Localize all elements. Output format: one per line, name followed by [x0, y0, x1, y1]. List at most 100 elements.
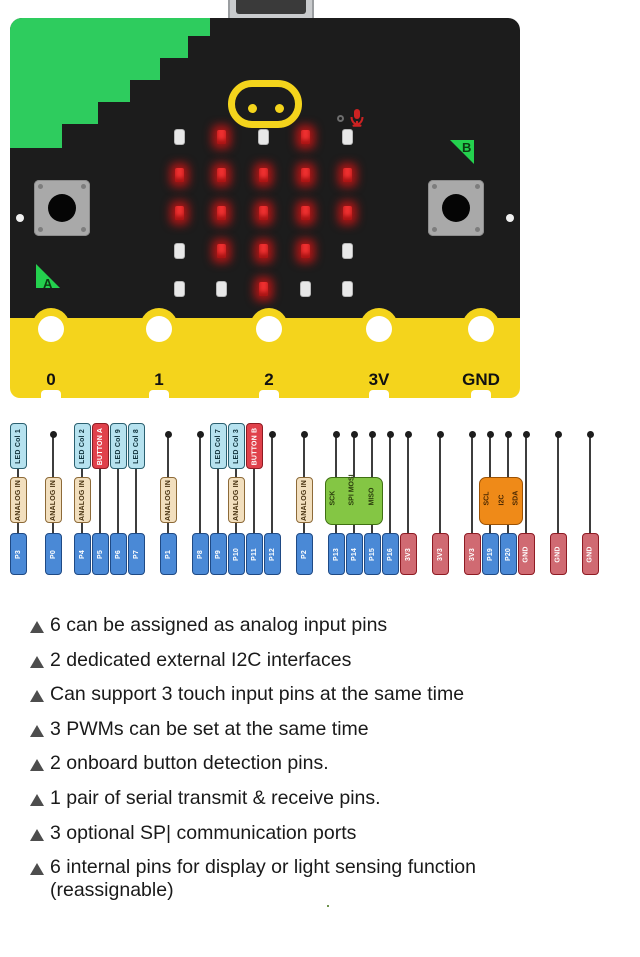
bus-label: SDA [512, 490, 520, 506]
edge-finger [308, 318, 315, 398]
edge-pad[interactable] [140, 308, 178, 360]
edge-finger [76, 318, 83, 398]
led-function-label: LED Col 3 [228, 423, 245, 469]
feature-item: 6 can be assigned as analog input pins [0, 614, 640, 649]
pin-leader-line [271, 435, 273, 533]
led-function-label: LED Col 9 [110, 423, 127, 469]
green-accent-stripe [10, 18, 210, 148]
gpio-pin-label: P13 [328, 533, 345, 575]
feature-item: 2 onboard button detection pins. [0, 752, 640, 787]
led-function-label: LED Col 2 [74, 423, 91, 469]
triangle-bullet-icon [30, 690, 50, 703]
led-pixel [259, 168, 268, 182]
pin-leader-line [557, 435, 559, 533]
pin-leader-line [471, 435, 473, 533]
analog-in-label: ANALOG IN [296, 477, 313, 523]
edge-finger [356, 318, 363, 398]
analog-in-label: ANALOG IN [45, 477, 62, 523]
edge-pad[interactable] [250, 308, 288, 360]
feature-text: 2 onboard button detection pins. [50, 752, 329, 775]
gpio-pin-label: P11 [246, 533, 263, 575]
edge-finger [124, 318, 131, 398]
logo-eye-left [248, 104, 257, 113]
gpio-pin-label: P15 [364, 533, 381, 575]
pin-leader-dot [268, 431, 276, 438]
edge-finger [88, 318, 95, 398]
microbit-pcb: A B [10, 18, 520, 338]
usb-connector-inner [236, 0, 306, 14]
triangle-bullet-icon [30, 724, 50, 737]
pin-leader-dot [49, 431, 57, 438]
gpio-pin-label: P4 [74, 533, 91, 575]
edge-pad-label: 3V [368, 370, 390, 389]
analog-in-label: ANALOG IN [228, 477, 245, 523]
power-pin-label: 3V3 [464, 533, 481, 575]
edge-pad-notch [41, 390, 61, 398]
led-pixel [217, 168, 226, 182]
edge-finger [100, 318, 107, 398]
edge-finger [440, 318, 447, 398]
microphone-led-indicator [337, 115, 344, 122]
button-b[interactable] [428, 180, 484, 236]
pin-leader-dot [386, 431, 394, 438]
pin-leader-line [407, 435, 409, 533]
edge-pad-notch [369, 390, 389, 398]
led-pixel [175, 244, 184, 258]
power-pin-label: GND [518, 533, 535, 575]
led-pixel [301, 244, 310, 258]
triangle-bullet-icon [30, 621, 50, 633]
analog-in-label: ANALOG IN [160, 477, 177, 523]
button-function-label: BUTTON B [246, 423, 263, 469]
pin-leader-line [389, 435, 391, 533]
gpio-pin-label: P7 [128, 533, 145, 575]
gpio-pin-label: P12 [264, 533, 281, 575]
led-pixel [259, 282, 268, 296]
feature-item: 1 pair of serial transmit & receive pins… [0, 787, 640, 822]
bus-label: SPI MOSI [348, 474, 356, 506]
edge-pad-notch [149, 390, 169, 398]
led-pixel [259, 130, 268, 144]
gpio-pin-label: P14 [346, 533, 363, 575]
edge-finger [234, 318, 241, 398]
edge-pad[interactable] [462, 308, 500, 360]
edge-finger [246, 318, 253, 398]
led-pixel [259, 206, 268, 220]
pin-leader-dot [504, 431, 512, 438]
edge-pad-hole [256, 316, 282, 342]
led-pixel [301, 168, 310, 182]
button-a[interactable] [34, 180, 90, 236]
led-pixel [175, 168, 184, 182]
led-pixel [217, 130, 226, 144]
bus-label: SCK [329, 490, 337, 506]
led-pixel [343, 206, 352, 220]
edge-finger [332, 318, 339, 398]
led-pixel [175, 282, 184, 296]
analog-in-label: ANALOG IN [10, 477, 27, 523]
button-b-label: B [462, 140, 472, 155]
led-pixel [259, 244, 268, 258]
power-pin-label: 3V3 [400, 533, 417, 575]
edge-pad-hole [38, 316, 64, 342]
led-pixel [343, 282, 352, 296]
gpio-pin-label: P3 [10, 533, 27, 575]
pin-leader-line [199, 435, 201, 533]
pin-leader-dot [350, 431, 358, 438]
feature-text: 3 PWMs can be set at the same time [50, 717, 369, 740]
button-a-marker [36, 264, 60, 288]
feature-text: 2 dedicated external I2C interfaces [50, 648, 352, 671]
gpio-pin-label: P6 [110, 533, 127, 575]
pin-leader-dot [332, 431, 340, 438]
edge-finger [296, 318, 303, 398]
triangle-bullet-icon [30, 759, 50, 772]
edge-finger [112, 318, 119, 398]
led-function-label: LED Col 8 [128, 423, 145, 469]
bus-label: SCL [483, 491, 491, 506]
edge-pad[interactable] [360, 308, 398, 360]
pin-leader-dot [404, 431, 412, 438]
edge-pad[interactable] [32, 308, 70, 360]
mount-hole-left [16, 214, 24, 222]
microphone-icon [350, 109, 364, 127]
